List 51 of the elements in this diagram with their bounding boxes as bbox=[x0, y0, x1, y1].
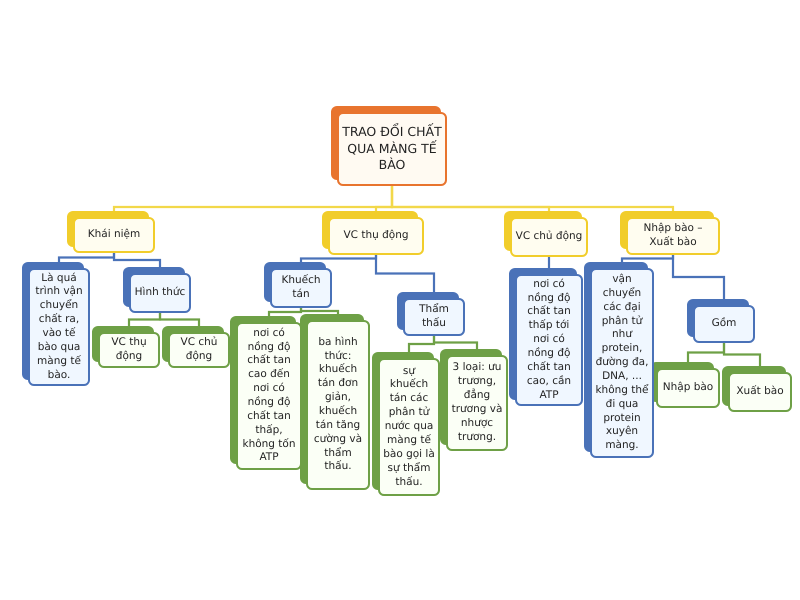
connector-line bbox=[548, 257, 550, 268]
connector-line bbox=[672, 255, 726, 299]
concept-box bbox=[515, 274, 583, 406]
node-text: VC chủ động bbox=[180, 336, 218, 364]
node-text: Nhập bào bbox=[662, 381, 714, 395]
concept-box bbox=[446, 355, 508, 451]
concept-box bbox=[693, 305, 755, 343]
connector-line bbox=[374, 255, 436, 292]
root-box bbox=[337, 112, 447, 186]
connector-line bbox=[432, 336, 478, 349]
concept-box bbox=[73, 217, 155, 253]
node-text: sự khuếch tán các phân tử nước qua màng tế bào gọi là sự thẩm thấu. bbox=[383, 364, 435, 490]
connector-line bbox=[268, 308, 302, 316]
node-text: VC thụ động bbox=[343, 229, 409, 243]
node-text: Thẩm thấu bbox=[418, 303, 450, 331]
connector-line bbox=[300, 308, 340, 314]
node-text: ba hình thức: khuếch tán đơn giản, khuếch tán tăng cường và thẩm thấu. bbox=[312, 336, 364, 474]
concept-box bbox=[328, 217, 424, 255]
concept-box bbox=[270, 268, 332, 308]
node-text: Là quá trình vận chuyển chất ra, vào tế bào qua màng tế bào. bbox=[34, 272, 84, 382]
node-text: Xuất bào bbox=[736, 385, 784, 399]
connector-line bbox=[390, 186, 674, 211]
node-text: VC chủ động bbox=[516, 230, 582, 244]
concept-box bbox=[510, 217, 588, 257]
node-text: nơi có nồng độ chất tan cao đến nơi có nồng độ chất tan thấp, không tốn ATP bbox=[241, 326, 296, 466]
connector-line bbox=[620, 255, 674, 262]
node-text: VC thụ động bbox=[110, 336, 148, 364]
concept-box bbox=[378, 358, 440, 496]
concept-box bbox=[656, 368, 720, 408]
concept-box bbox=[236, 322, 302, 470]
concept-box bbox=[28, 268, 90, 386]
concept-box bbox=[403, 298, 465, 336]
connector-line bbox=[158, 313, 200, 326]
node-text: Khuếch tán bbox=[280, 274, 322, 302]
node-text: vận chuyển các đại phân tử như protein, đường đa, DNA, ... không thể đi qua protein xuyên màng. bbox=[595, 272, 649, 454]
connector-line bbox=[722, 343, 762, 366]
node-text: Hình thức bbox=[134, 286, 186, 300]
concept-box bbox=[98, 332, 160, 368]
connector-line bbox=[300, 255, 378, 262]
node-text: nơi có nồng độ chất tan thấp tới nơi có nồng độ chất tan cao, cần ATP bbox=[526, 278, 572, 402]
concept-box bbox=[168, 332, 230, 368]
connector-line bbox=[112, 253, 162, 267]
node-text: Gồm bbox=[712, 317, 736, 331]
node-text: 3 loại: ưu trương, đẳng trương và nhược trương. bbox=[451, 361, 503, 445]
node-text: TRAO ĐỔI CHẤT QUA MÀNG TẾ BÀO bbox=[342, 124, 442, 174]
concept-box bbox=[728, 372, 792, 412]
concept-box bbox=[129, 273, 191, 313]
concept-box bbox=[306, 320, 370, 490]
node-text: Nhập bào – Xuất bào bbox=[642, 222, 704, 250]
concept-box bbox=[626, 217, 720, 255]
node-text: Khái niệm bbox=[88, 228, 140, 242]
